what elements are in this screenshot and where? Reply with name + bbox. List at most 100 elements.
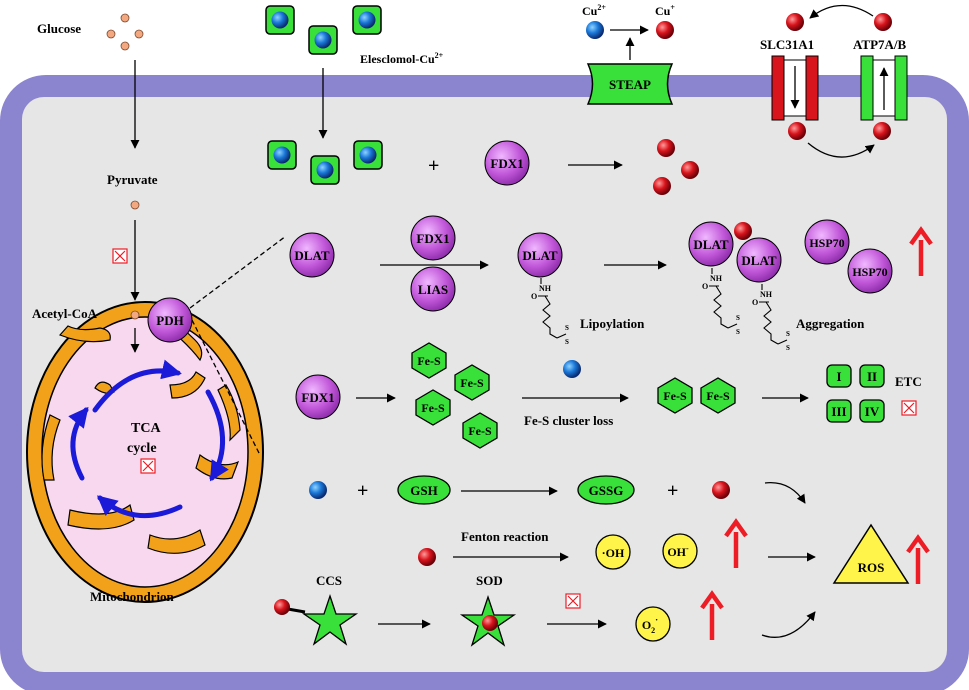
sod-node — [459, 594, 517, 647]
elesclomol-cu-inside-1 — [267, 140, 297, 170]
svg-text:III: III — [831, 404, 846, 419]
gsh-node: GSH — [397, 475, 451, 505]
pyruvate-inhibited-icon — [112, 248, 128, 264]
cu1-ion-steap — [656, 21, 674, 39]
svg-text:I: I — [836, 369, 841, 384]
dlat-label-1: DLAT — [294, 248, 329, 263]
svg-text:O: O — [702, 282, 708, 291]
svg-text:NH: NH — [710, 274, 723, 283]
svg-text:OH-: OH- — [667, 544, 689, 559]
elesclomol-cu-2 — [308, 25, 338, 55]
hsp70-node-2: HSP70 — [847, 248, 893, 294]
lias-label: LIAS — [418, 282, 448, 297]
cu1-atp-top — [874, 13, 892, 31]
fes-clusters-right: Fe-S Fe-S — [657, 377, 736, 414]
svg-text:Fe-S: Fe-S — [421, 401, 445, 415]
elesclomol-cu-3 — [352, 5, 382, 35]
pdh-node: PDH — [147, 297, 193, 343]
acetylcoa-dot — [130, 310, 140, 320]
glucose-dots — [106, 13, 144, 51]
dlat-node-1: DLAT — [289, 232, 335, 278]
sod-inhibited-icon — [565, 593, 581, 609]
slc31a1-transporter — [771, 55, 819, 121]
elesclomol-cu-inside-2 — [310, 155, 340, 185]
cu1-ion-row5 — [418, 548, 436, 566]
pdh-label: PDH — [156, 313, 183, 328]
fdx1-node-row3: FDX1 — [295, 374, 341, 420]
cu1-label: Cu+ — [655, 3, 675, 18]
svg-text:GSH: GSH — [410, 483, 437, 498]
svg-text:Fe-S: Fe-S — [706, 389, 730, 403]
cu1-slc-bottom — [788, 122, 806, 140]
cycle-label: cycle — [127, 441, 157, 456]
cu1-ions-row1 — [653, 139, 699, 195]
svg-text:DLAT: DLAT — [741, 253, 776, 268]
cu2-ion-steap — [586, 21, 604, 39]
svg-text:S: S — [565, 324, 569, 332]
svg-text:S: S — [786, 330, 790, 338]
dlat-aggregate: DLAT DLAT NH O S S NH O S S — [688, 221, 790, 352]
plus-3: + — [667, 480, 678, 502]
svg-text:S: S — [736, 328, 740, 336]
fdx1-node-row1: FDX1 — [484, 140, 530, 186]
slc-to-atp-curve — [807, 142, 875, 158]
fenton-label: Fenton reaction — [461, 529, 549, 544]
fes-clusters-left: Fe-S Fe-S Fe-S Fe-S — [411, 342, 498, 449]
glucose-label: Glucose — [37, 21, 81, 36]
atp7ab-label: ATP7A/B — [853, 37, 907, 52]
superoxide: O2· — [635, 606, 671, 642]
dlat-label-2: DLAT — [522, 248, 557, 263]
svg-text:NH: NH — [539, 284, 552, 293]
steap-transporter: STEAP — [586, 63, 674, 105]
svg-text:·OH: ·OH — [602, 546, 625, 560]
fes-loss-label: Fe-S cluster loss — [524, 413, 613, 428]
ccs-label: CCS — [316, 573, 342, 588]
svg-text:S: S — [565, 338, 569, 346]
svg-text:O: O — [531, 292, 537, 301]
pyruvate-label: Pyruvate — [107, 172, 158, 187]
svg-text:O: O — [752, 298, 758, 307]
row6-to-ros-arrow — [761, 611, 816, 638]
atp-to-slc-curve — [809, 4, 874, 19]
cu2-ion-row3 — [563, 360, 581, 378]
lias-node: LIAS — [410, 266, 456, 312]
row4-to-ros-arrow — [764, 482, 806, 504]
svg-text:Fe-S: Fe-S — [468, 424, 492, 438]
pyruvate-dot — [130, 200, 140, 210]
svg-text:GSSG: GSSG — [589, 483, 624, 498]
svg-text:ROS: ROS — [858, 560, 885, 575]
fdx1-label-row2: FDX1 — [416, 231, 449, 246]
mitochondrion-label: Mitochondrion — [90, 589, 175, 604]
hydroxide: OH- — [662, 533, 698, 569]
cu1-atp-bottom — [873, 122, 891, 140]
svg-text:S: S — [786, 344, 790, 352]
etc-complexes: I II III IV — [826, 364, 885, 423]
tca-inhibited-icon — [140, 458, 156, 474]
gssg-node: GSSG — [577, 475, 635, 505]
plus-2: + — [357, 480, 368, 502]
zoom-line-bottom — [191, 319, 261, 456]
etc-label: ETC — [895, 374, 922, 389]
svg-text:NH: NH — [760, 290, 773, 299]
sod-label: SOD — [476, 573, 503, 588]
fdx1-label-row1: FDX1 — [490, 156, 523, 171]
cu2-label: Cu2+ — [582, 3, 606, 18]
mitochondrion: TCA cycle — [26, 301, 264, 603]
ros-node: ROS — [832, 523, 910, 584]
etc-inhibited-icon — [901, 400, 917, 416]
atp7ab-transporter — [860, 55, 908, 121]
lipoylation-label: Lipoylation — [580, 316, 645, 331]
tca-label: TCA — [131, 421, 161, 436]
svg-text:FDX1: FDX1 — [301, 390, 334, 405]
fdx1-node-row2: FDX1 — [410, 215, 456, 261]
lipoyl-chain-1: NH O S S — [531, 278, 569, 346]
svg-text:DLAT: DLAT — [693, 237, 728, 252]
svg-text:II: II — [867, 369, 877, 384]
hydroxyl-radical: ·OH — [595, 534, 631, 570]
steap-label: STEAP — [609, 77, 651, 92]
svg-text:HSP70: HSP70 — [809, 236, 844, 250]
cu1-ion-row4 — [712, 481, 730, 499]
svg-text:HSP70: HSP70 — [852, 265, 887, 279]
